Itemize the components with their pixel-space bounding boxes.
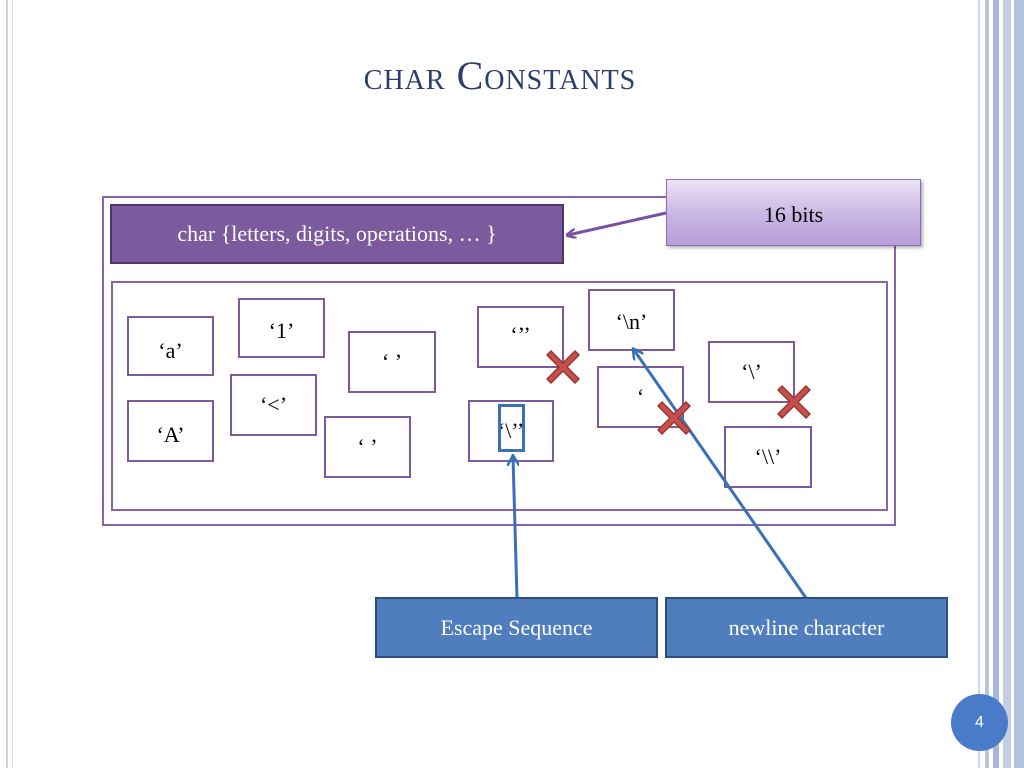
x-mark-icon [546, 350, 580, 384]
bits-arrow [568, 211, 667, 235]
char-constant-text: ‘\\’ [754, 444, 782, 469]
right-stripe [1014, 0, 1024, 768]
char-set-label-text: char {letters, digits, operations, … } [177, 221, 497, 246]
x-mark-icon [657, 401, 691, 435]
char-constant-quotes: ‘ ’ [324, 416, 411, 478]
char-constant-double-backslash: ‘\\’ [724, 426, 812, 488]
char-constant-text: ‘a’ [158, 338, 183, 363]
x-mark-icon [777, 385, 811, 419]
title-constants: Constants [456, 53, 637, 98]
bits-callout-text: 16 bits [763, 202, 824, 227]
right-stripe [978, 0, 980, 768]
right-stripe [1003, 0, 1011, 768]
newline-character-label: newline character [665, 597, 948, 658]
left-edge-line [12, 0, 13, 768]
char-constant-text: ‘\n’ [615, 309, 648, 334]
char-constant-text: ‘’’ [510, 322, 531, 347]
char-set-frame [102, 196, 896, 526]
char-constant-text: ‘ ’ [357, 434, 378, 459]
constants-frame [111, 281, 888, 511]
left-edge-line [6, 0, 8, 768]
char-constant-one: ‘1’ [238, 298, 325, 358]
char-constant-text: ‘<’ [259, 392, 288, 417]
char-constant-space: ‘ ’ [348, 331, 436, 393]
escape-sequence-text: Escape Sequence [440, 614, 593, 640]
char-constant-A: ‘A’ [127, 400, 214, 462]
char-constant-text: ‘1’ [268, 318, 295, 343]
right-stripe [993, 0, 999, 768]
right-stripe [985, 0, 989, 768]
escape-sequence-label: Escape Sequence [375, 597, 658, 658]
char-constant-text: ‘A’ [156, 422, 185, 447]
newline-character-text: newline character [728, 614, 885, 640]
char-constant-text: ‘ [636, 384, 645, 409]
char-constant-text: ‘\’’ [497, 418, 525, 443]
escape-highlight [498, 404, 525, 452]
char-constant-lt: ‘<’ [230, 374, 317, 436]
newline-arrow [634, 350, 808, 599]
char-constant-a: ‘a’ [127, 316, 214, 376]
page-number-text: 4 [975, 713, 984, 731]
char-constant-text: ‘\’ [741, 359, 762, 384]
char-set-label: char {letters, digits, operations, … } [110, 204, 564, 264]
bits-callout: 16 bits [666, 179, 921, 246]
slide-title: char Constants [0, 52, 1000, 99]
char-constant-text: ‘ ’ [381, 349, 403, 374]
escape-arrow [513, 457, 517, 599]
title-char: char [363, 53, 446, 98]
page-number: 4 [951, 694, 1008, 751]
